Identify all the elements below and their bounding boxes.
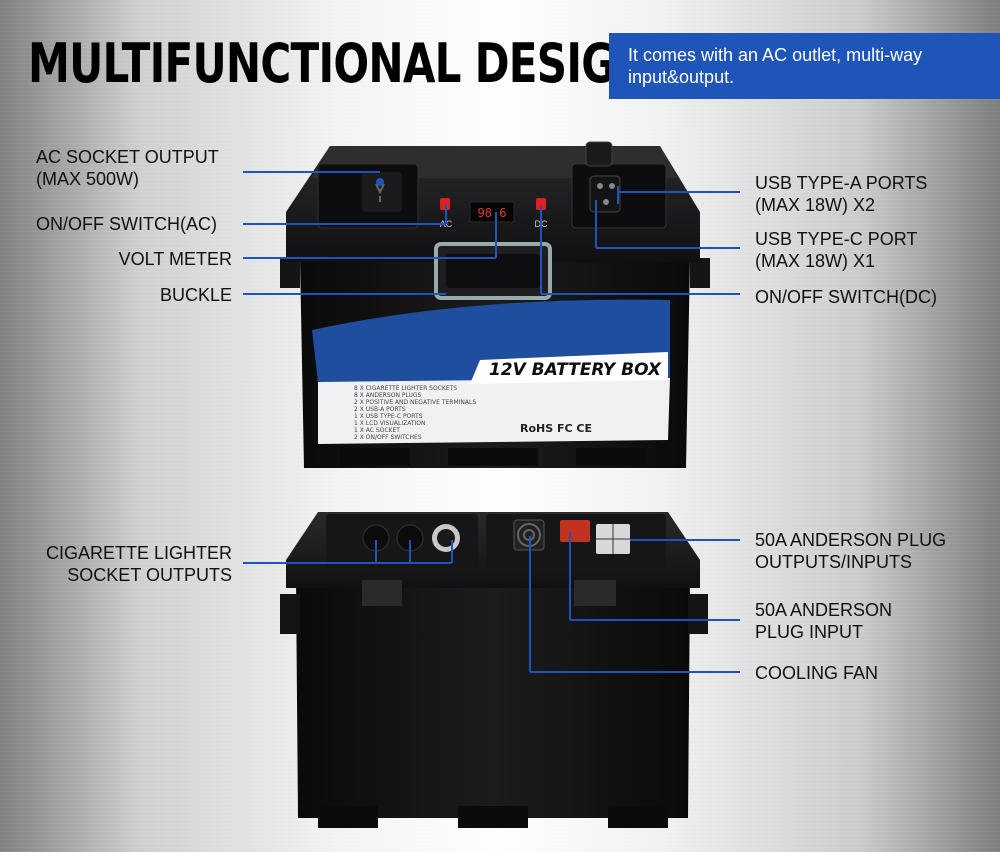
spec-item: 8 X CIGARETTE LIGHTER SOCKETS bbox=[354, 385, 457, 392]
banner-line-2: input&output. bbox=[628, 67, 735, 87]
label-cooling-fan: COOLING FAN bbox=[755, 663, 879, 683]
label-dc-switch: ON/OFF SWITCH(DC) bbox=[755, 287, 937, 307]
bottom-battery-box bbox=[280, 512, 708, 828]
label-usb-c-port: USB TYPE-C PORT (MAX 18W) X1 bbox=[755, 229, 918, 271]
label-cigarette-sockets: CIGARETTE LIGHTER SOCKET OUTPUTS bbox=[45, 543, 232, 585]
label-anderson-outputs: 50A ANDERSON PLUG OUTPUTS/INPUTS bbox=[755, 530, 947, 572]
product-title: 12V BATTERY BOX bbox=[489, 360, 662, 380]
label-volt-meter: VOLT METER bbox=[118, 249, 232, 269]
spec-item: 2 X USB-A PORTS bbox=[354, 406, 406, 413]
label-anderson-input: 50A ANDERSON PLUG INPUT bbox=[755, 600, 893, 642]
spec-item: 1 X LCD VISUALIZATION bbox=[354, 420, 426, 427]
product-spec-list: 8 X CIGARETTE LIGHTER SOCKETS 8 X ANDERS… bbox=[354, 385, 476, 441]
intro-banner: It comes with an AC outlet, multi-way in… bbox=[609, 33, 1000, 99]
label-ac-switch: ON/OFF SWITCH(AC) bbox=[36, 214, 217, 234]
spec-item: 2 X POSITIVE AND NEGATIVE TERMINALS bbox=[354, 399, 476, 406]
spec-item: 2 X ON/OFF SWITCHES bbox=[354, 434, 422, 441]
label-buckle: BUCKLE bbox=[159, 285, 232, 305]
label-ac-socket-output: AC SOCKET OUTPUT (MAX 500W) bbox=[36, 147, 219, 189]
dot-ac-socket bbox=[376, 178, 384, 186]
spec-item: 1 X AC SOCKET bbox=[354, 427, 400, 434]
label-usb-a-ports: USB TYPE-A PORTS (MAX 18W) X2 bbox=[755, 173, 928, 215]
volt-meter-display: 98.6 bbox=[478, 206, 507, 220]
top-battery-box: 98.6 AC DC 12V BATTERY BOX 8 X CIGARETTE… bbox=[280, 141, 710, 468]
spec-item: 8 X ANDERSON PLUGS bbox=[354, 392, 422, 399]
cert-marks: RoHS FC CE bbox=[520, 422, 592, 435]
banner-line-1: It comes with an AC outlet, multi-way bbox=[628, 45, 923, 65]
callout-lines bbox=[243, 171, 740, 673]
spec-item: 1 X USB TYPE-C PORTS bbox=[354, 413, 423, 420]
